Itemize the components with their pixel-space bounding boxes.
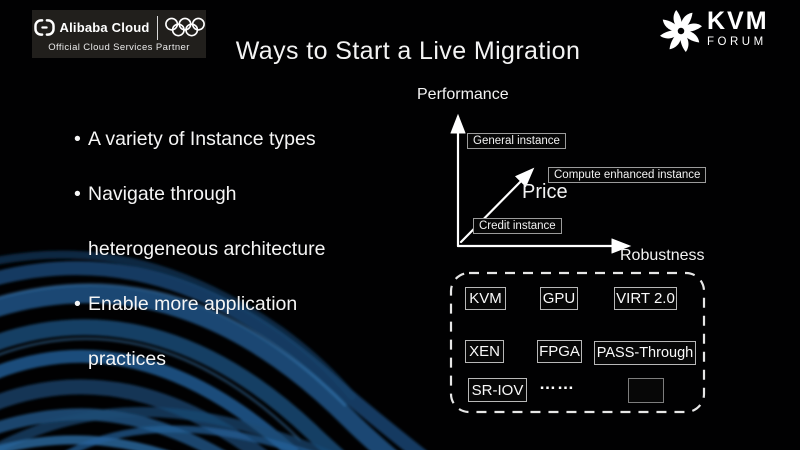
tech-box-empty bbox=[628, 378, 664, 403]
instance-box-general: General instance bbox=[467, 133, 566, 149]
tech-box-gpu: GPU bbox=[540, 287, 578, 310]
bullet-text: A variety of Instance types bbox=[88, 112, 316, 167]
kvm-wordmark: KVM bbox=[707, 7, 769, 35]
tech-box-pass-through: PASS-Through bbox=[594, 341, 696, 365]
tech-box-kvm: KVM bbox=[465, 287, 506, 310]
slide-title: Ways to Start a Live Migration bbox=[235, 37, 581, 65]
bullet-item: A variety of Instance types bbox=[74, 112, 404, 167]
y-axis-label: Performance bbox=[417, 86, 509, 103]
bullet-item: Enable more application practices bbox=[74, 277, 404, 387]
bullet-text: Navigate through heterogeneous architect… bbox=[88, 167, 325, 277]
kvm-forum-wordmark: FORUM bbox=[707, 36, 767, 48]
alibaba-cloud-wordmark: Alibaba Cloud bbox=[59, 20, 150, 35]
tech-box-fpga: FPGA bbox=[537, 340, 582, 363]
badge-divider bbox=[156, 15, 158, 40]
tech-ellipsis: …… bbox=[539, 374, 575, 393]
instance-box-compute-enhanced: Compute enhanced instance bbox=[548, 167, 707, 183]
alibaba-cloud-bracket-icon bbox=[33, 19, 55, 36]
tech-grid-dashed-border bbox=[449, 271, 706, 414]
bullet-list: A variety of Instance types Navigate thr… bbox=[74, 112, 404, 387]
instance-box-credit: Credit instance bbox=[473, 218, 562, 234]
alibaba-cloud-badge: Alibaba Cloud Official Cloud Services Pa… bbox=[32, 10, 206, 58]
kvm-forum-logo: KVM FORUM bbox=[658, 7, 769, 55]
bullet-line: A variety of Instance types bbox=[88, 128, 316, 150]
alibaba-tagline: Official Cloud Services Partner bbox=[48, 41, 190, 53]
bullet-line: Enable more application bbox=[88, 293, 298, 315]
price-arrow-line bbox=[459, 167, 535, 244]
bullet-line: Navigate through bbox=[88, 183, 237, 205]
tech-box-virt-2-0: VIRT 2.0 bbox=[614, 287, 677, 310]
x-axis-label: Robustness bbox=[620, 247, 705, 264]
kvm-pinwheel-icon bbox=[659, 9, 703, 53]
olympic-rings-icon bbox=[164, 17, 205, 36]
tech-box-xen: XEN bbox=[465, 340, 504, 363]
alibaba-badge-row: Alibaba Cloud bbox=[33, 15, 206, 40]
bullet-text: Enable more application practices bbox=[88, 277, 297, 387]
bullet-item: Navigate through heterogeneous architect… bbox=[74, 167, 404, 277]
axes-diagram bbox=[450, 113, 632, 254]
bullet-line: heterogeneous architecture bbox=[88, 238, 326, 260]
kvm-forum-text: KVM FORUM bbox=[707, 7, 769, 48]
price-arrow-label: Price bbox=[522, 181, 568, 203]
tech-box-sr-iov: SR-IOV bbox=[468, 378, 527, 402]
bullet-line: practices bbox=[88, 348, 167, 370]
